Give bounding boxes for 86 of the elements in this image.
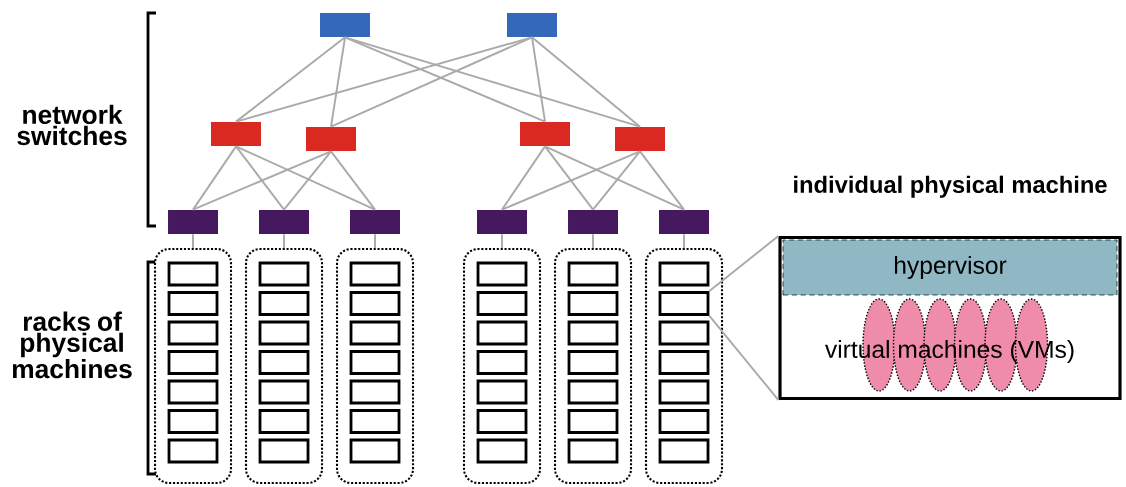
server-box <box>167 261 219 287</box>
connection-line <box>592 233 594 249</box>
switch-box <box>568 210 618 234</box>
server-box <box>258 350 310 375</box>
switch-box <box>520 122 570 146</box>
server-box <box>349 291 401 316</box>
server-box <box>476 438 528 464</box>
connection-line <box>501 233 503 249</box>
server-box <box>658 379 710 405</box>
server-box <box>258 379 310 405</box>
side-label: network switches <box>17 104 127 146</box>
connection-line <box>330 150 376 211</box>
server-box <box>167 350 219 375</box>
server-box <box>658 261 710 287</box>
connection-line <box>544 145 594 211</box>
switch-box <box>259 210 309 234</box>
server-box <box>476 350 528 375</box>
switch-box <box>659 210 709 234</box>
server-box <box>167 438 219 464</box>
server-box <box>658 409 710 434</box>
switch-box <box>615 127 665 151</box>
server-box <box>567 409 619 434</box>
switch-box <box>211 122 261 146</box>
server-box <box>567 261 619 287</box>
switch-box <box>320 13 370 37</box>
server-box <box>349 379 401 405</box>
server-box <box>658 320 710 346</box>
heading: individual physical machine <box>794 175 1107 198</box>
connection-line <box>501 150 641 211</box>
server-box <box>658 291 710 316</box>
connection-line <box>544 145 685 211</box>
server-box <box>167 379 219 405</box>
connection-line <box>531 36 641 128</box>
server-box <box>476 379 528 405</box>
leader-line <box>708 314 780 402</box>
connection-line <box>592 150 641 211</box>
server-box <box>167 291 219 316</box>
connection-line <box>374 233 376 249</box>
connection-line <box>192 233 194 249</box>
vm-area: virtual machines (VMs) <box>825 340 1074 363</box>
connection-line <box>235 145 376 211</box>
connection-line <box>283 150 332 211</box>
server-box <box>349 261 401 287</box>
server-box <box>349 409 401 434</box>
server-box <box>349 438 401 464</box>
server-box <box>258 320 310 346</box>
server-box <box>567 350 619 375</box>
server-box <box>476 409 528 434</box>
connection-line <box>330 36 346 128</box>
switch-box <box>507 13 557 37</box>
server-box <box>258 438 310 464</box>
connection-line <box>639 150 685 211</box>
connection-line <box>235 36 346 123</box>
server-box <box>658 350 710 375</box>
server-box <box>349 320 401 346</box>
switch-box <box>168 210 218 234</box>
server-box <box>567 291 619 316</box>
switch-box <box>350 210 400 234</box>
connection-line <box>235 36 533 123</box>
side-label: racks of physical machines <box>12 311 132 379</box>
server-box <box>349 350 401 375</box>
connection-line <box>192 145 237 211</box>
switch-box <box>477 210 527 234</box>
hypervisor-band: hypervisor <box>782 239 1118 296</box>
server-box <box>658 438 710 464</box>
connection-line <box>283 233 285 249</box>
connection-line <box>501 145 546 211</box>
connection-line <box>683 233 685 249</box>
server-box <box>258 261 310 287</box>
connection-line <box>330 36 533 128</box>
connection-line <box>344 36 641 128</box>
server-box <box>476 320 528 346</box>
server-box <box>167 409 219 434</box>
connection-line <box>192 150 332 211</box>
server-box <box>258 291 310 316</box>
connection-line <box>235 145 285 211</box>
server-box <box>567 379 619 405</box>
server-box <box>258 409 310 434</box>
server-box <box>167 320 219 346</box>
server-box <box>567 438 619 464</box>
server-box <box>476 291 528 316</box>
server-box <box>476 261 528 287</box>
server-box <box>567 320 619 346</box>
leader-line <box>708 234 780 293</box>
connection-line <box>531 36 546 123</box>
switch-box <box>306 127 356 151</box>
